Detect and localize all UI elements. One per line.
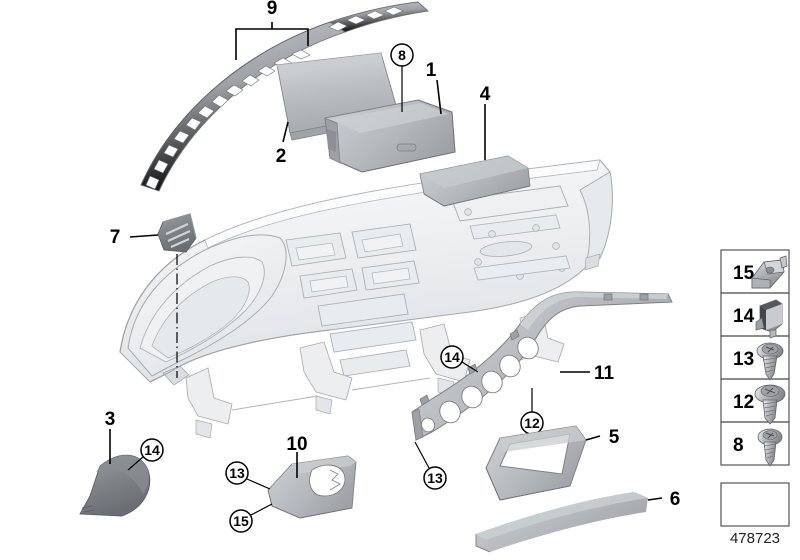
- legend-item-14: 14: [733, 299, 783, 339]
- sheet-metal-clip-icon: [751, 255, 788, 289]
- legend-15-number: 15: [733, 263, 755, 284]
- callout-14-right: 14: [440, 345, 479, 373]
- legend-8-number: 8: [733, 435, 744, 456]
- legend-12-number: 12: [733, 392, 754, 413]
- callout-9-label: 9: [267, 0, 278, 19]
- flange-head-screw-icon: [754, 384, 786, 425]
- callout-9: 9: [235, 0, 309, 60]
- callout-8-label: 8: [398, 47, 406, 63]
- callout-13-right: 13: [414, 441, 447, 490]
- callout-6: 6: [647, 489, 681, 510]
- glovebox-handle-recess: [396, 143, 417, 152]
- legend-item-12: 12: [733, 384, 786, 425]
- callout-5-label: 5: [609, 427, 620, 448]
- callout-7: 7: [110, 227, 159, 248]
- callout-15-label: 15: [233, 513, 249, 529]
- callout-2: 2: [276, 121, 289, 167]
- legend-item-13: 13: [733, 342, 784, 381]
- callout-13-right-label: 13: [427, 470, 443, 486]
- callout-14-right-label: 14: [444, 349, 460, 365]
- legend-14-number: 14: [733, 306, 755, 327]
- callout-11: 11: [560, 363, 614, 384]
- callout-15: 15: [229, 503, 273, 533]
- legend-item-8: 8: [733, 428, 783, 467]
- part-6-lower-trim: [475, 492, 648, 553]
- spring-clip-icon: [755, 299, 783, 339]
- callout-3-label: 3: [105, 409, 116, 430]
- callout-13-left-label: 13: [229, 465, 245, 481]
- legend-13-number: 13: [733, 349, 754, 370]
- callout-1: 1: [426, 60, 442, 115]
- part-11-decor-strip: [411, 291, 673, 441]
- callout-6-label: 6: [670, 489, 681, 510]
- vent-mount-pocket: [162, 365, 190, 386]
- diagram-number: 478723: [730, 530, 780, 547]
- part-11-holes: [420, 336, 539, 433]
- callout-11-label: 11: [594, 363, 615, 384]
- callout-12-label: 12: [524, 415, 540, 431]
- callout-7-label: 7: [110, 227, 121, 248]
- callout-3: 3: [105, 409, 116, 464]
- pan-head-screw-icon-8: [757, 428, 783, 467]
- callout-4: 4: [480, 84, 491, 160]
- part-5-bezel-frame: [485, 425, 587, 501]
- callout-12: 12: [520, 388, 544, 435]
- part-10-column-side-cover: [267, 455, 357, 519]
- part-11-clip-tabs: [419, 293, 649, 406]
- callout-2-label: 2: [276, 146, 287, 167]
- callout-10: 10: [286, 434, 308, 478]
- callout-13-left: 13: [225, 461, 271, 490]
- instrument-panel-body: [119, 159, 613, 439]
- part-4-top-trim: [419, 155, 531, 207]
- part-9-perforated-strips: [140, 1, 430, 192]
- callout-10-label: 10: [286, 434, 307, 455]
- callout-14-left-label: 14: [144, 442, 160, 458]
- callout-14-left: 14: [127, 438, 164, 471]
- part-1-glovebox-lid: [324, 99, 456, 173]
- callout-4-label: 4: [480, 84, 491, 105]
- callout-1-label: 1: [426, 60, 437, 81]
- legend-item-15: 15: [733, 255, 788, 289]
- pan-head-screw-icon-13: [756, 342, 784, 381]
- part-3-corner-trim: [79, 454, 151, 517]
- part-7-side-air-vent: [157, 213, 197, 253]
- callout-5: 5: [585, 427, 620, 448]
- callout-8: 8: [390, 43, 414, 112]
- hardware-legend: 15 14 13: [720, 249, 790, 527]
